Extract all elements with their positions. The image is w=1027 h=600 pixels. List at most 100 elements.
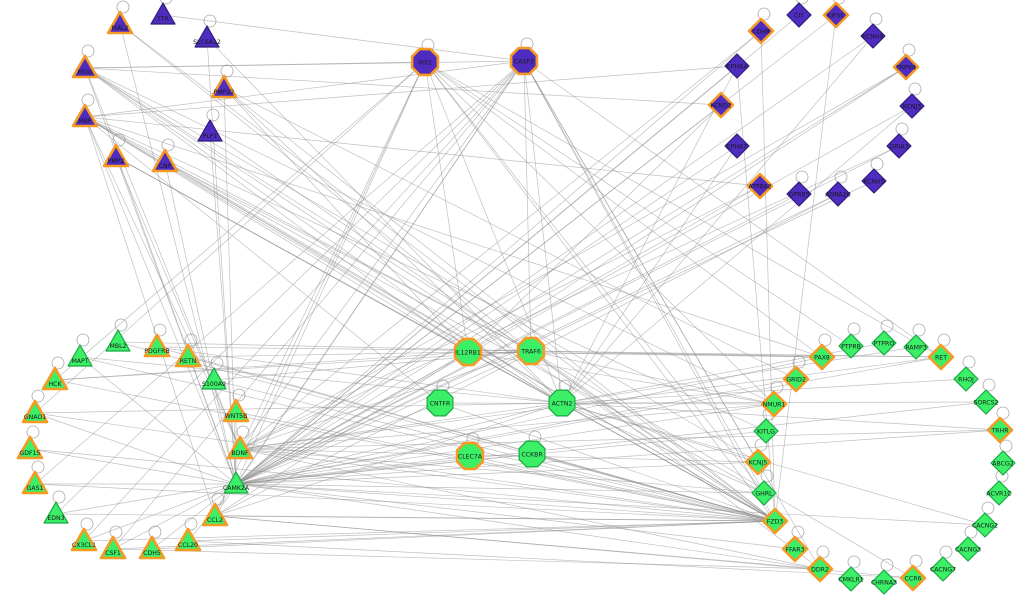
edge-WNT5B-FZD3[interactable] [235, 411, 776, 522]
edge-CAMK2A-RET[interactable] [235, 356, 942, 485]
edge-GDF15-FZD3[interactable] [29, 448, 776, 522]
edge-CASP3-RET[interactable] [523, 60, 942, 358]
edge-CSF1-DDR2[interactable] [112, 548, 821, 570]
edge-MBP-CNTFR[interactable] [84, 116, 441, 404]
edge-CCL2-ACTN2[interactable] [214, 402, 563, 517]
edge-MBP-KITLG[interactable] [84, 116, 767, 432]
edge-KCNH8-ACTN2[interactable] [561, 35, 874, 404]
edge-KCNH5-CAMK2A[interactable] [235, 180, 875, 485]
edge-EPHA7-CAMK2A[interactable] [235, 145, 738, 485]
node-ATP8A2[interactable]: ATP8A2 [746, 172, 774, 200]
node-GAS1[interactable]: GAS1 [21, 470, 49, 495]
edge-CDH8-FZD3[interactable] [760, 30, 776, 522]
edge-GNAO1-ACTN2[interactable] [34, 402, 563, 414]
edge-MOG-IL12RB1[interactable] [84, 67, 469, 353]
node-GRID2[interactable]: GRID2 [782, 365, 810, 393]
node-MAPT[interactable]: MAPT [67, 344, 93, 367]
edge-ACTN2-RHOJ[interactable] [561, 378, 967, 404]
edge-PMP2-CAMK2A[interactable] [115, 156, 237, 485]
edge-IRS1-GNAO1[interactable] [34, 61, 426, 414]
node-GPR83[interactable]: GPR83 [786, 181, 812, 207]
edge-CCL2-DDR2[interactable] [214, 515, 821, 570]
edge-IRS1-FZD3[interactable] [424, 61, 776, 522]
edge-MBP-ACTN2[interactable] [84, 116, 563, 404]
edge-TRAF6-RET[interactable] [530, 350, 942, 358]
edge-CASP3-ACTN2[interactable] [523, 60, 563, 404]
edge-S100A9-FZD3[interactable] [213, 379, 776, 522]
edge-BDNF-TRAF6[interactable] [239, 350, 532, 450]
edge-MBP-IL12RB1[interactable] [84, 116, 469, 353]
edge-CAMK2A-GRID2[interactable] [235, 378, 797, 485]
edge-IRS1-NMUR1[interactable] [424, 61, 775, 405]
edge-IRS1-BDNF[interactable] [239, 61, 426, 450]
edge-MOG-TRAF6[interactable] [84, 67, 532, 352]
node-WNT5B[interactable]: WNT5B [222, 398, 250, 423]
edge-CAMK2A-CACNG2[interactable] [235, 483, 986, 526]
node-MAL2[interactable]: MAL2 [106, 10, 134, 35]
edge-ACTN2-TRHR[interactable] [561, 402, 1001, 431]
edge-MOG-IRS1[interactable] [84, 61, 426, 69]
edge-MBP-PAX8[interactable] [84, 116, 823, 358]
edge-BDNF-GHRL[interactable] [239, 448, 765, 494]
node-TRAF6[interactable]: TRAF6 [516, 336, 546, 366]
edge-CAMK2A-ACTN2[interactable] [235, 402, 563, 485]
edge-GDF15-CAMK2A[interactable] [29, 448, 237, 485]
edge-EDN3-CAMK2A[interactable] [55, 483, 237, 515]
node-PTPRB[interactable]: PTPRB [838, 333, 864, 359]
edge-ATP8A2-BDNF[interactable] [239, 185, 761, 450]
edge-CDH8-BDNF[interactable] [239, 30, 762, 450]
edge-CASP3-GAS1[interactable] [34, 60, 525, 485]
node-RAMP3[interactable]: RAMP3 [903, 334, 929, 360]
node-KITLG[interactable]: KITLG [753, 418, 779, 444]
edge-CASP3-FZD3[interactable] [523, 60, 776, 522]
edge-KIF5C-CAMK2A[interactable] [235, 14, 837, 485]
edge-CAMK2A-DDR2[interactable] [235, 483, 821, 570]
edge-MAPT-ACTN2[interactable] [79, 356, 563, 404]
node-IRS1[interactable]: IRS1 [410, 47, 440, 77]
node-ACVR1C[interactable]: ACVR1C [986, 480, 1012, 506]
edge-MAL2-CAMK2A[interactable] [119, 23, 237, 485]
edge-CAMK2A-NMUR1[interactable] [235, 403, 775, 485]
node-CASP3[interactable]: CASP3 [509, 46, 539, 76]
edge-IRS1-PAX8[interactable] [424, 61, 823, 358]
edge-RETN-IL12RB1[interactable] [187, 351, 469, 358]
node-CMKLR1[interactable]: CMKLR1 [838, 566, 864, 592]
edge-CCL2-FZD3[interactable] [214, 515, 776, 522]
edge-IL12RB1-NMUR1[interactable] [467, 351, 775, 405]
edge-CLEC7A-FZD3[interactable] [469, 455, 776, 522]
edge-MAPT-CAMK2A[interactable] [79, 356, 237, 485]
node-CHRNA3[interactable]: CHRNA3 [871, 569, 897, 595]
node-CACNG2[interactable]: CACNG2 [972, 512, 998, 538]
edge-ACTN2-FZD3[interactable] [561, 402, 776, 522]
edge-BDNF-ACTN2[interactable] [239, 402, 563, 450]
edge-IRS1-PTPRB[interactable] [424, 61, 852, 347]
edge-ACTN2-KCNJ5[interactable] [561, 402, 759, 463]
edge-CAMK2A-PAX8[interactable] [235, 356, 823, 485]
node-FZD3[interactable]: FZD3 [761, 507, 789, 535]
node-CCKBR[interactable]: CCKBR [518, 440, 546, 468]
edge-MBP-ATP8A2[interactable] [84, 116, 761, 187]
edge-TRAF6-FZD3[interactable] [530, 350, 776, 522]
edge-HCK-IL12RB1[interactable] [54, 351, 469, 381]
edge-CASP3-CSF1[interactable] [112, 60, 525, 550]
edge-EPHA4-ACTN2[interactable] [561, 65, 738, 404]
edge-TRAF6-CCR6[interactable] [530, 350, 914, 579]
edge-CCL20-FZD3[interactable] [187, 520, 776, 542]
node-TTR[interactable]: TTR [150, 2, 176, 25]
edge-IRS1-IL12RB1[interactable] [424, 61, 469, 353]
edge-SLC6A12-ACTN2[interactable] [206, 37, 563, 404]
edge-TRPV4-BDNF[interactable] [239, 66, 907, 450]
edge-CASP3-GHRL[interactable] [523, 60, 765, 494]
edge-CDH5-FZD3[interactable] [151, 520, 776, 550]
edge-ACTN2-CACNG2[interactable] [561, 402, 986, 526]
node-PAX8[interactable]: PAX8 [808, 343, 836, 371]
node-PDGFRB[interactable]: PDGFRB [143, 333, 171, 358]
node-MOG[interactable]: MOG [71, 54, 99, 79]
edge-TRPV4-CAMK2A[interactable] [235, 66, 907, 485]
node-ACTN2[interactable]: ACTN2 [548, 389, 576, 417]
node-CACNG7[interactable]: CACNG7 [930, 556, 956, 582]
edge-CNTFR-FZD3[interactable] [439, 402, 776, 522]
node-HCK[interactable]: HCK [41, 366, 69, 391]
node-KCNH8[interactable]: KCNH8 [860, 23, 886, 49]
edge-CAMK2A-TRAF6[interactable] [235, 350, 532, 485]
